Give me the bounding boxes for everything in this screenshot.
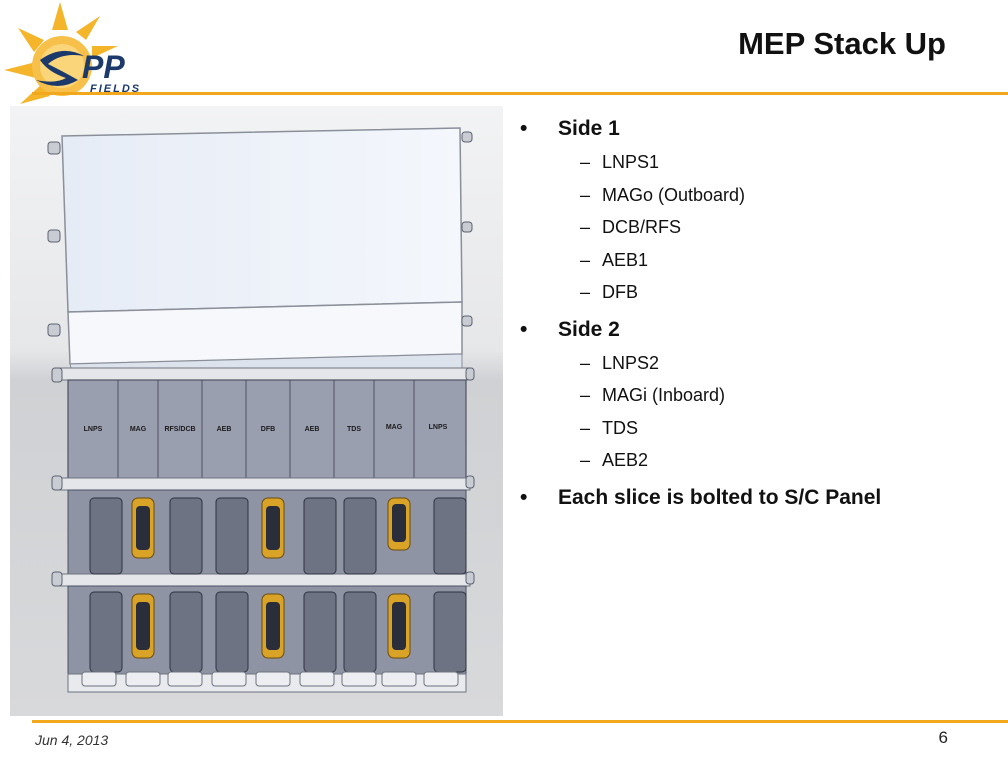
sub-item: –AEB1 [580,249,649,270]
bullet-label: Each slice is bolted to S/C Panel [558,485,882,509]
bullet-side-2: • Side 2 –LNPS2 –MAGi (Inboard) –TDS –AE… [520,315,990,477]
slide-title: MEP Stack Up [738,26,946,61]
slice-label: LNPS [84,426,103,433]
bullet-label: Side 2 [558,317,620,341]
mep-stack-cad-figure: LNPS MAG RFS/DCB AEB DFB AEB TDS MAG LNP… [10,106,503,716]
bottom-divider [32,720,1008,723]
logo-text-pp: PP [82,49,125,85]
sub-item: –LNPS1 [580,152,660,172]
bullet-bolted: • Each slice is bolted to S/C Panel [520,485,882,509]
sub-item: –MAGi (Inboard) [580,385,726,405]
bullet-label: Side 1 [558,117,620,140]
sub-item: –AEB2 [580,450,649,470]
logo-s-mark [36,50,84,86]
sub-item: –TDS [580,417,638,438]
slice-label: AEB [305,426,320,433]
slice-label: RFS/DCB [164,426,195,433]
slice-label: TDS [347,426,361,433]
footer-date: Jun 4, 2013 [35,732,109,748]
bullet-side-1: • Side 1 –LNPS1 –MAGo (Outboard) –DCB/RF… [520,114,990,309]
sub-list-side-2: –LNPS2 –MAGi (Inboard) –TDS –AEB2 [558,347,990,477]
sub-item: –LNPS2 [580,352,660,373]
bullet-list: • Side 1 –LNPS1 –MAGo (Outboard) –DCB/RF… [520,114,990,519]
top-divider [32,92,1008,95]
sub-item: –DCB/RFS [580,217,682,237]
connector-row-lower [89,591,467,673]
page-number: 6 [938,728,948,747]
slice-label: DFB [261,426,275,433]
slice-label: AEB [217,426,232,433]
connector-row-upper [89,497,467,575]
slice-label: MAG [386,424,403,431]
sub-item: –DFB [580,282,638,302]
sub-list-side-1: –LNPS1 –MAGo (Outboard) –DCB/RFS –AEB1 –… [558,146,990,309]
sub-item: –MAGo (Outboard) [580,184,746,205]
spp-fields-logo: PP FIELDS [4,2,139,104]
slice-label: LNPS [429,424,448,431]
slice-label: MAG [130,426,147,433]
